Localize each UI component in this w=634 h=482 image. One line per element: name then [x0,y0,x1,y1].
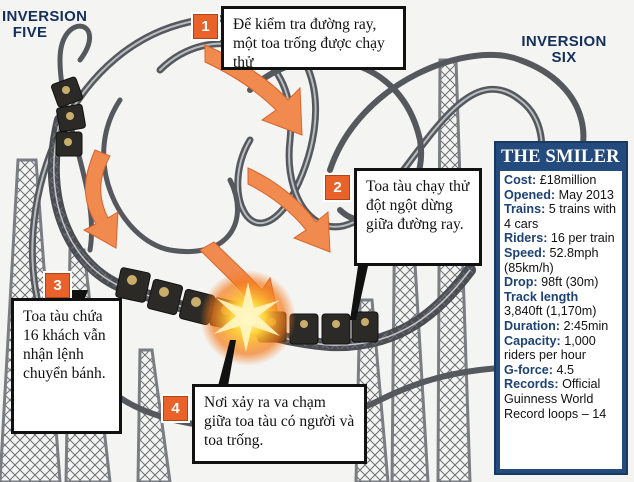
fact-track-length: Track length 3,840ft (1,170m) [504,289,597,319]
step-badge-3: 3 [45,273,70,298]
callout-1-text: Để kiểm tra đường ray, một toa trống đượ… [233,16,385,71]
callout-2: Toa tàu chạy thử đột ngột dừng giữa đườn… [354,168,482,266]
fact-cost: Cost: £18million [504,173,597,187]
collision-flash [200,270,296,366]
callout-3-text: Toa tàu chứa 16 khách vẫn nhận lệnh chuy… [23,308,106,382]
fact-speed: Speed: 52.8mph (85km/h) [504,245,599,275]
callout-1: Để kiểm tra đường ray, một toa trống đượ… [221,6,406,71]
step-badge-4: 4 [163,396,188,421]
callout-4: Nơi xảy ra va chạm giữa toa tàu có người… [192,384,367,464]
fact-list: Cost: £18million Opened: May 2013 Trains… [500,171,622,469]
fact-records: Records: Official Guinness World Record … [504,377,607,421]
fact-drop: Drop: 98ft (30m) [504,275,599,290]
fact-box: THE SMILER Cost: £18million Opened: May … [494,141,628,475]
callout-4-text: Nơi xảy ra va chạm giữa toa tàu có người… [204,394,355,449]
fact-trains: Trains: 5 trains with 4 cars [504,202,616,231]
fact-opened: Opened: May 2013 [504,187,614,202]
train-upper-left [51,76,86,157]
fact-capacity: Capacity: 1,000 riders per hour [504,333,596,363]
fact-g-force: G-force: 4.5 [504,362,574,377]
label-inversion-five: INVERSION FIVE [2,8,88,41]
label-inversion-six: INVERSION SIX [521,33,607,66]
fact-duration: Duration: 2:45min [504,318,609,333]
callout-3: Toa tàu chứa 16 khách vẫn nhận lệnh chuy… [11,298,122,434]
callout-2-text: Toa tàu chạy thử đột ngột dừng giữa đườn… [366,178,470,233]
fact-riders: Riders: 16 per train [504,231,615,246]
step-badge-2: 2 [325,175,350,200]
fact-box-title: THE SMILER [501,147,620,167]
step-badge-1: 1 [193,14,218,39]
